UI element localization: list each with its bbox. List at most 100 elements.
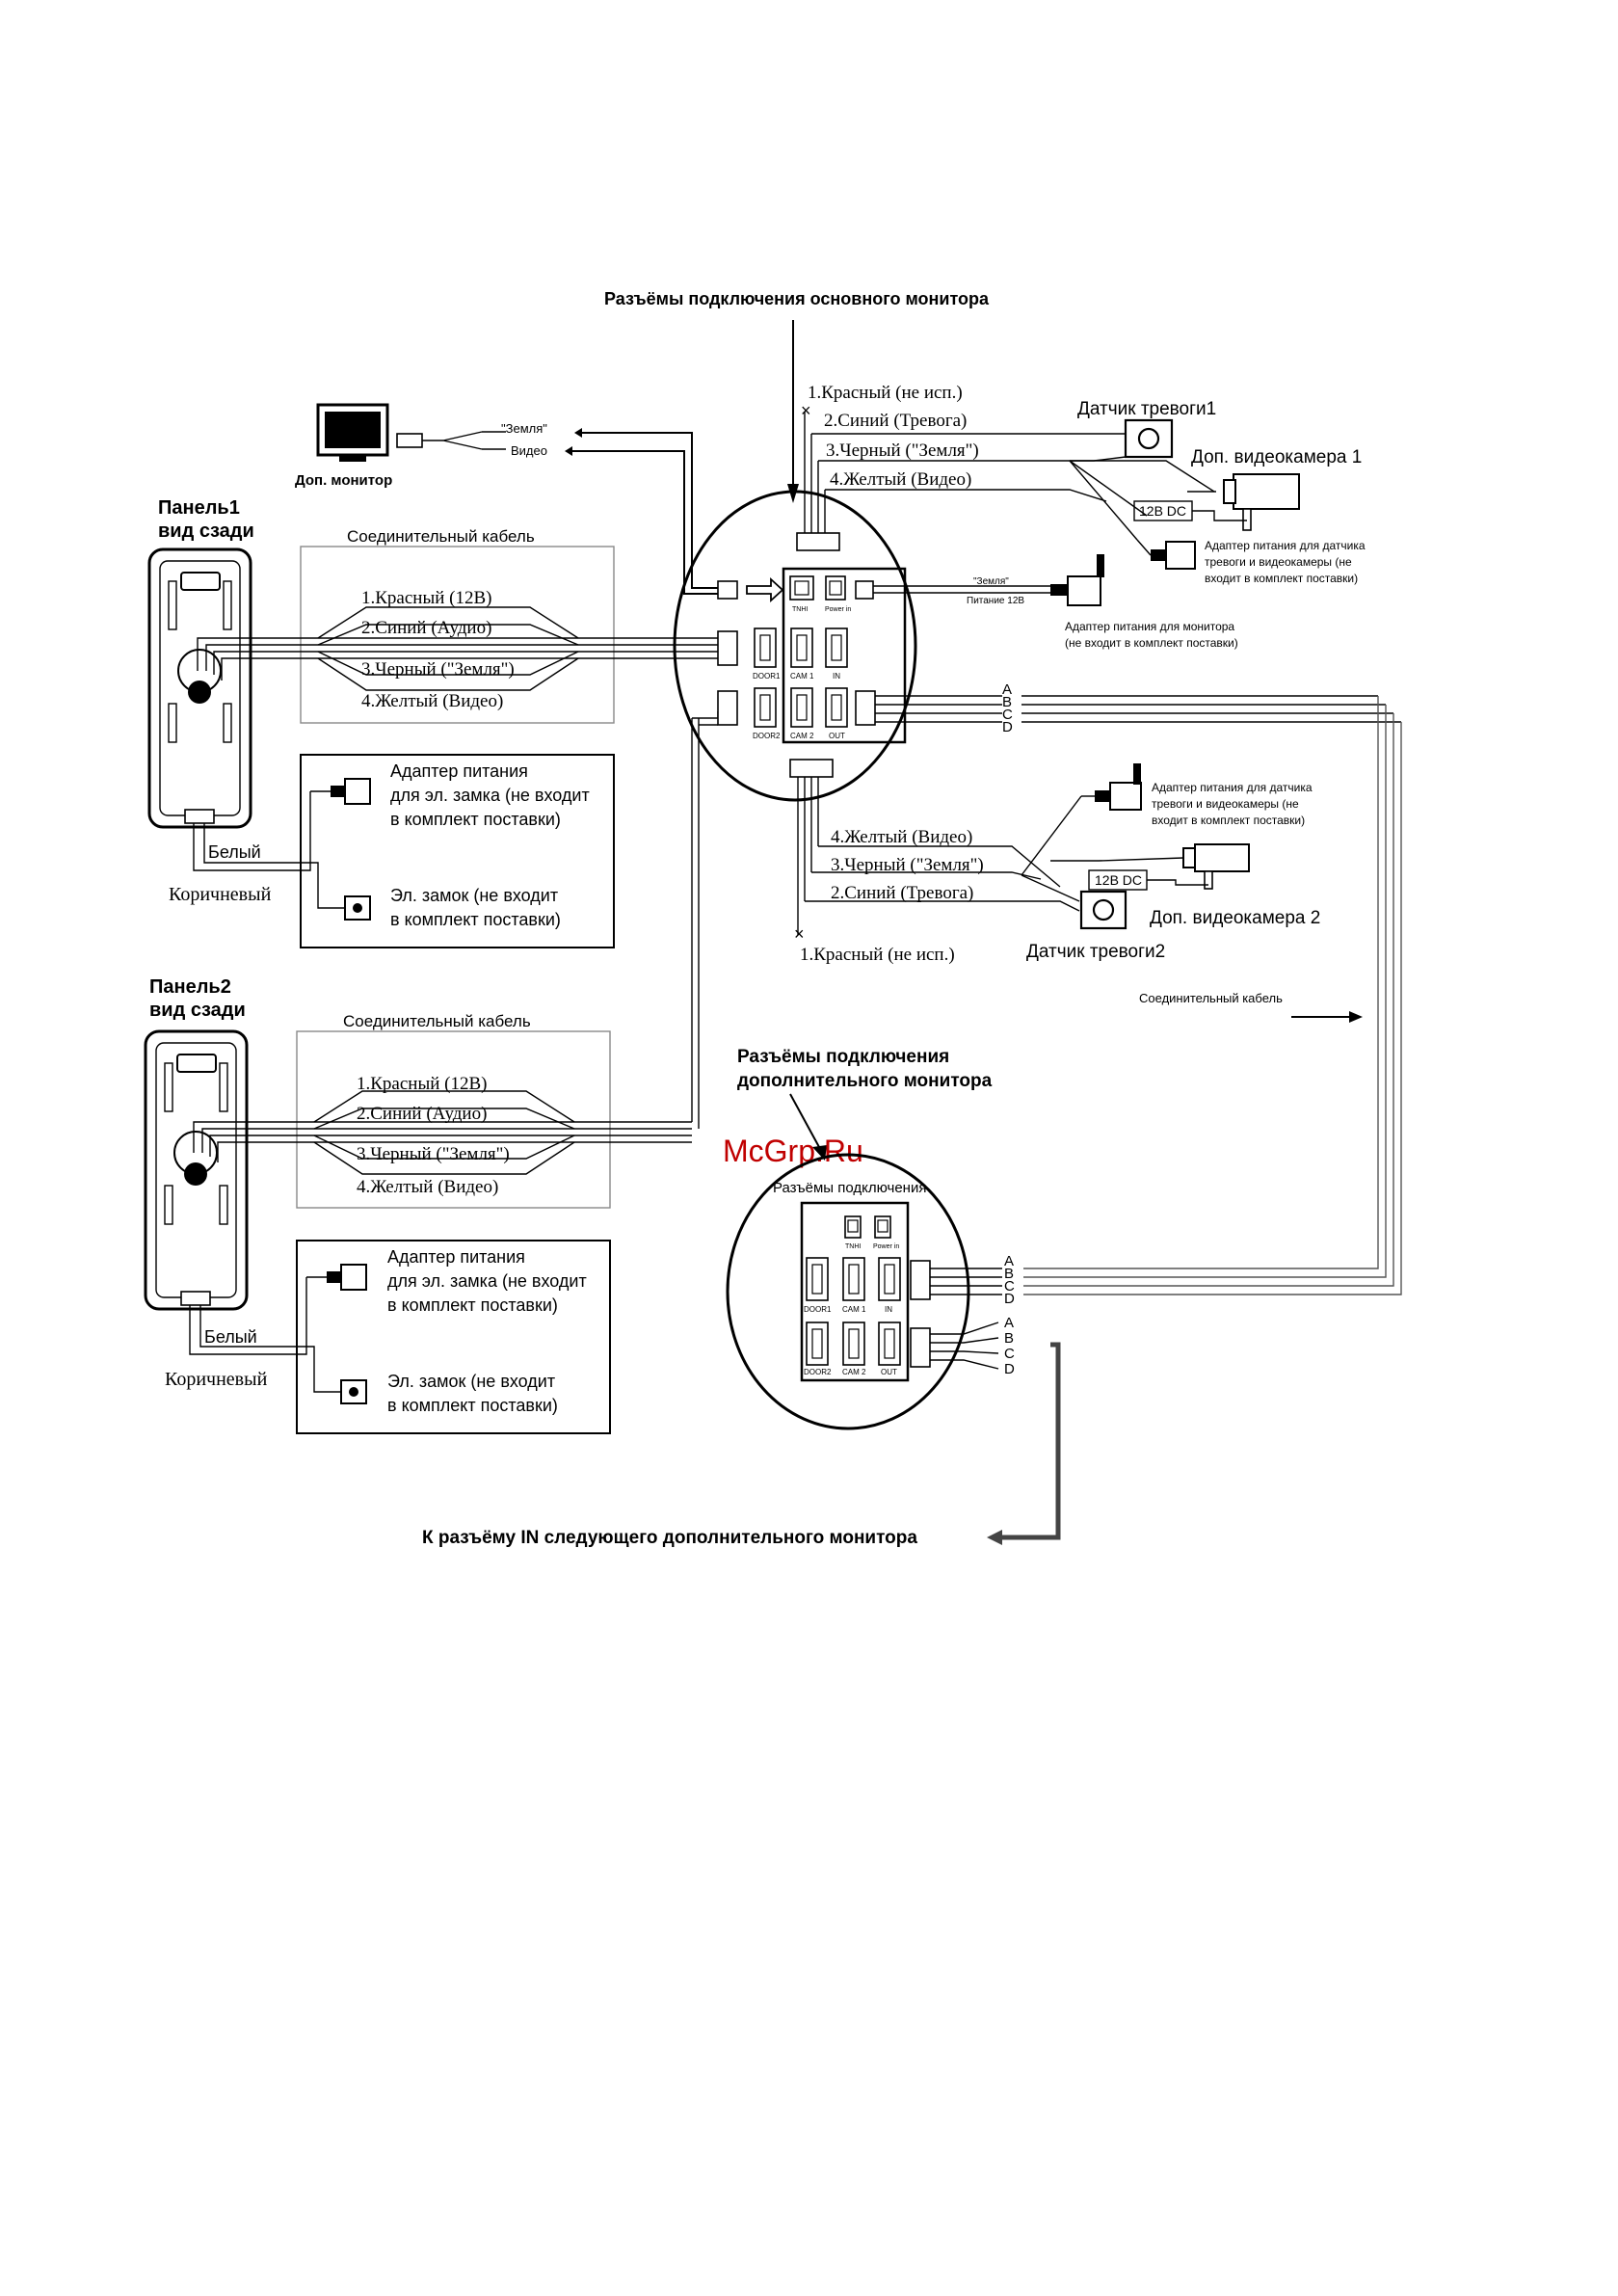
- extra-port-power-label: Power in: [873, 1243, 899, 1250]
- panel2-wire-1: 1.Красный (12В): [357, 1074, 487, 1094]
- ground-arrow: [574, 428, 582, 438]
- alarm2-split-1: [1021, 795, 1082, 876]
- extra-port-in-label: IN: [885, 1305, 892, 1314]
- extra-monitor-ground-label: "Земля": [501, 421, 547, 436]
- main-port-out: [825, 687, 848, 728]
- extra-port-door2: [806, 1322, 829, 1366]
- next-monitor-label: К разъёму IN следующего дополнительного …: [422, 1528, 917, 1548]
- alarm1-adapter-line3: входит в комплект поставки): [1205, 572, 1358, 585]
- main-out-bus: [875, 695, 1402, 1295]
- panel1-white-wire: [193, 791, 311, 871]
- extra-monitor-video-label: Видео: [511, 443, 547, 458]
- alarm1-sensor-icon: [1124, 418, 1174, 459]
- panel1-brown-label: Коричневый: [169, 884, 272, 905]
- panel1-lock-line1: Эл. замок (не входит: [390, 886, 558, 905]
- alarm2-adapter-line1: Адаптер питания для датчика: [1152, 781, 1313, 794]
- panel1-device: [147, 547, 252, 829]
- watermark: McGrp.Ru: [723, 1134, 863, 1168]
- panel1-wire-1: 1.Красный (12В): [361, 588, 491, 608]
- extra-port-out-label: OUT: [881, 1368, 897, 1376]
- bus-c-label: C: [1002, 707, 1013, 723]
- extra-port-tamper-label: TNHI: [845, 1243, 861, 1250]
- panel2-device: [144, 1029, 249, 1311]
- main-port-power-label: Power in: [825, 606, 851, 613]
- panel1-lock-line2: в комплект поставки): [390, 910, 561, 929]
- top-red-x: ×: [801, 401, 811, 420]
- extra-in-bus-a: A: [1004, 1253, 1014, 1269]
- extra-out-bus-c: C: [1004, 1346, 1015, 1362]
- alarm2-sensor-label: Датчик тревоги2: [1026, 942, 1165, 962]
- panel2-lock-line2: в комплект поставки): [387, 1396, 558, 1415]
- main-right-plug-2: [855, 690, 876, 726]
- panel1-adapter-icon: [310, 778, 371, 805]
- alarm1-adapter-line2: тревоги и видеокамеры (не: [1205, 555, 1352, 569]
- panel1-cable-box: [300, 546, 615, 724]
- panel1-wire-3: 3.Черный ("Земля"): [361, 659, 515, 680]
- alarm2-dc-wire: [1147, 879, 1208, 886]
- alarm1-sensor-label: Датчик тревоги1: [1077, 399, 1216, 419]
- main-right-plug-1: [855, 580, 874, 600]
- alarm1-ground-link: [1070, 456, 1127, 462]
- extra-in-bus: [930, 1268, 1002, 1295]
- connecting-cable-right: Соединительный кабель: [1139, 991, 1283, 1005]
- panel2-adapter-icon: [306, 1264, 367, 1291]
- extra-port-door1-label: DOOR1: [804, 1305, 832, 1314]
- monitor-adapter-icon: [1050, 554, 1104, 606]
- extra-inner-title: Разъёмы подключения: [773, 1180, 926, 1196]
- alarm1-split-1: [1069, 460, 1138, 541]
- main-connector-circle: [673, 490, 917, 802]
- bus-d-label: D: [1002, 719, 1013, 735]
- extra-connector-board: [800, 1201, 910, 1382]
- extra-connector-circle: [726, 1153, 970, 1430]
- panel1-cable: [197, 606, 718, 691]
- extra-port-cam2-label: CAM 2: [842, 1368, 866, 1376]
- bottom-wire-blue: 2.Синий (Тревога): [831, 883, 973, 903]
- main-port-door2: [754, 687, 777, 728]
- extra-in-plug: [910, 1260, 931, 1300]
- extra-port-cam2: [842, 1322, 865, 1366]
- main-left-plug-3: [717, 690, 738, 726]
- main-connector-board: [782, 567, 907, 744]
- extra-port-door1: [806, 1257, 829, 1301]
- panel1-cable-title: Соединительный кабель: [347, 527, 535, 546]
- alarm2-camera-icon: [1098, 843, 1250, 890]
- top-wire-black: 3.Черный ("Земля"): [826, 441, 979, 461]
- main-bottom-plug: [789, 759, 834, 778]
- main-port-tamper-label: TNHI: [792, 606, 808, 613]
- extra-port-cam1-label: CAM 1: [842, 1305, 866, 1314]
- next-monitor-arrow-line: [1002, 1342, 1061, 1540]
- panel2-wire-2: 2.Синий (Аудио): [357, 1104, 487, 1124]
- alarm1-camera-label: Доп. видеокамера 1: [1191, 447, 1362, 467]
- extra-in-bus-c: C: [1004, 1278, 1015, 1295]
- main-port-door1-label: DOOR1: [753, 672, 781, 681]
- panel2-lock-box: [296, 1240, 611, 1434]
- panel2-adapter-line2: для эл. замка (не входит: [387, 1271, 587, 1291]
- panel2-wire-3: 3.Черный ("Земля"): [357, 1144, 510, 1164]
- main-title-arrow: [787, 484, 799, 503]
- main-port-cam1: [790, 627, 813, 668]
- alarm1-dc-wire: [1192, 510, 1247, 521]
- next-monitor-arrow: [987, 1530, 1002, 1545]
- alarm2-adapter-line3: входит в комплект поставки): [1152, 814, 1305, 827]
- panel1-wire-2: 2.Синий (Аудио): [361, 618, 491, 638]
- alarm2-sensor-icon: [1079, 890, 1127, 930]
- extra-out-bus-b: B: [1004, 1330, 1014, 1347]
- extra-out-plug: [910, 1327, 931, 1368]
- extra-port-cam1: [842, 1257, 865, 1301]
- extra-port-door2-label: DOOR2: [804, 1368, 832, 1376]
- main-port-cam2-label: CAM 2: [790, 732, 814, 740]
- panel2-riser-join-1: [692, 711, 719, 719]
- extra-monitor-icon: [316, 403, 389, 462]
- panel2-subtitle: вид сзади: [149, 1000, 246, 1021]
- bus-b-label: B: [1002, 694, 1012, 710]
- monitor-power-12v: Питание 12В: [967, 596, 1024, 606]
- video-arrow: [565, 446, 572, 456]
- bottom-wire-yellow: 4.Желтый (Видео): [831, 827, 972, 847]
- top-wire-red: 1.Красный (не исп.): [808, 383, 963, 403]
- extra-port-out: [878, 1322, 901, 1366]
- main-port-power: [825, 575, 846, 601]
- main-port-door1: [754, 627, 777, 668]
- panel2-cable: [193, 1090, 692, 1175]
- panel1-subtitle: вид сзади: [158, 521, 254, 542]
- panel2-title: Панель2: [149, 976, 231, 998]
